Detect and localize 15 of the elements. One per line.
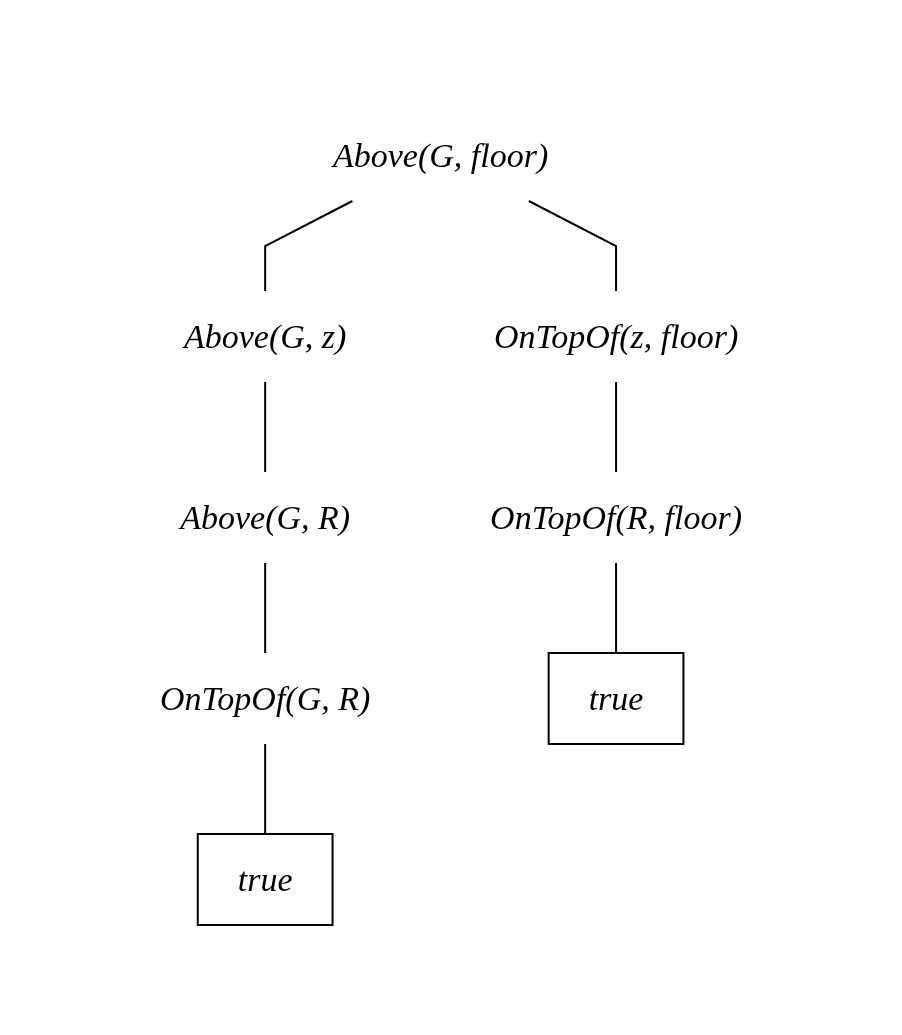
node-box: true <box>196 833 334 926</box>
connector <box>615 562 618 654</box>
node-text: OnTopOf(G, R) <box>160 679 371 717</box>
node-text: OnTopOf(z, floor) <box>493 318 739 355</box>
node-text: Above(G, z) <box>183 318 347 355</box>
connector <box>264 381 267 473</box>
node-box: true <box>547 652 685 745</box>
connector <box>264 743 267 835</box>
connector <box>527 200 618 292</box>
node-text: Above(G, R) <box>180 498 351 536</box>
connector <box>264 562 267 654</box>
connector <box>264 200 354 292</box>
node-text: Above(G, floor) <box>332 137 549 174</box>
node-text: OnTopOf(R, floor) <box>490 498 742 536</box>
connector <box>615 381 618 473</box>
